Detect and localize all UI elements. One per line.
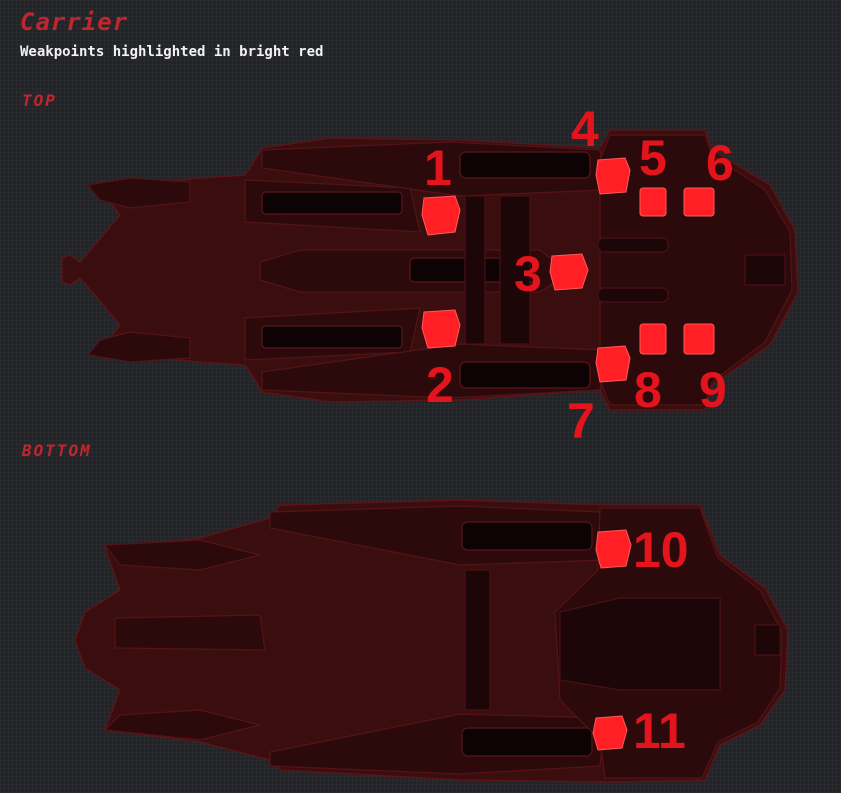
weakpoint-label-8: 8 (634, 362, 662, 418)
hull-section (464, 195, 486, 345)
weakpoint-10 (595, 529, 632, 569)
weakpoint-label-4: 4 (571, 101, 599, 157)
weakpoint-3 (549, 253, 589, 291)
weakpoint-label-9: 9 (699, 362, 727, 418)
weakpoint-label-1: 1 (424, 140, 452, 196)
launch-bay-slot (461, 521, 593, 551)
weakpoint-11 (592, 715, 628, 751)
weakpoint-label-3: 3 (514, 246, 542, 302)
spine (114, 614, 266, 651)
hull-section (464, 569, 491, 711)
tail-fin (86, 177, 191, 209)
section-label-bottom: BOTTOM (22, 441, 92, 460)
carrier-top-view: 1 2 3 4 5 6 7 8 9 (61, 101, 799, 440)
weakpoint-5 (639, 187, 667, 217)
weakpoint-9 (683, 323, 715, 355)
weakpoint-label-7: 7 (567, 393, 595, 440)
weakpoint-label-2: 2 (426, 357, 454, 413)
carrier-bottom-view: 10 11 (74, 499, 789, 783)
tail-fin (103, 709, 261, 741)
launch-bay-slot (459, 361, 591, 389)
weakpoint-7 (595, 345, 631, 383)
launch-bay-slot (459, 151, 591, 179)
tail-fin (86, 331, 191, 363)
page-subtitle: Weakpoints highlighted in bright red (20, 44, 324, 60)
tail-fin (103, 539, 261, 571)
weakpoint-4 (595, 157, 631, 195)
bow-detail (754, 624, 781, 656)
bow-detail (597, 237, 669, 253)
weakpoint-6 (683, 187, 715, 217)
page-title: Carrier (20, 8, 129, 36)
launch-bay-slot (261, 191, 403, 215)
weakpoint-8 (639, 323, 667, 355)
bow-detail (597, 287, 669, 303)
bow-detail (559, 597, 721, 691)
weakpoint-label-10: 10 (633, 522, 689, 578)
weakpoint-label-6: 6 (706, 135, 734, 191)
launch-bay-slot (261, 325, 403, 349)
weakpoint-1 (421, 195, 461, 236)
section-label-top: TOP (22, 91, 57, 110)
weakpoint-label-11: 11 (633, 703, 686, 759)
launch-bay-slot (461, 727, 593, 757)
weakpoint-2 (421, 309, 461, 349)
weakpoint-label-5: 5 (639, 130, 667, 186)
hull-section (499, 195, 531, 345)
bow-detail (744, 254, 786, 286)
